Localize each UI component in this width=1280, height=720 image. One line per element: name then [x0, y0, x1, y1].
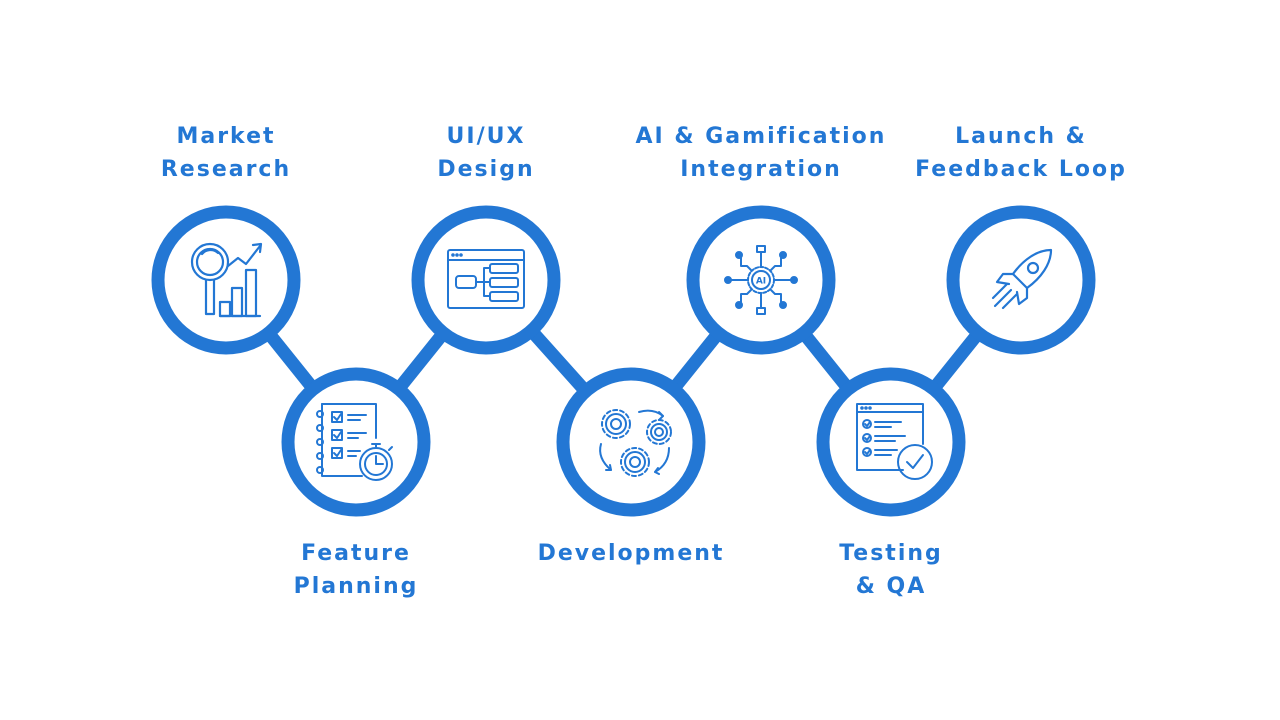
step-circle [556, 367, 706, 517]
testing-qa-icon [856, 403, 933, 480]
step-ai-gamification: AI [686, 205, 836, 355]
label-ai-gamification: AI & Gamification Integration [611, 120, 911, 186]
step-feature-planning [281, 367, 431, 517]
svg-text:AI: AI [756, 277, 766, 287]
label-line: Testing [839, 541, 943, 566]
label-line: Design [437, 157, 535, 182]
label-ui-ux-design: UI/UX Design [336, 120, 636, 186]
label-line: Planning [293, 574, 419, 599]
label-line: & QA [855, 574, 927, 599]
label-line: UI/UX [446, 124, 526, 149]
label-line: Research [160, 157, 292, 182]
development-gears-icon [599, 409, 672, 477]
label-line: Feedback Loop [915, 157, 1127, 182]
step-circle [411, 205, 561, 355]
launch-rocket-icon [991, 248, 1053, 310]
label-development: Development [481, 537, 781, 570]
label-feature-planning: Feature Planning [206, 537, 506, 603]
label-testing-qa: Testing & QA [741, 537, 1041, 603]
step-ui-ux-design [411, 205, 561, 355]
step-circle [686, 205, 836, 355]
label-line: Development [537, 541, 725, 566]
feature-planning-icon [316, 403, 393, 481]
label-line: Market [176, 124, 276, 149]
label-launch-feedback: Launch & Feedback Loop [871, 120, 1171, 186]
step-launch-feedback [946, 205, 1096, 355]
label-line: AI & Gamification [635, 124, 887, 149]
label-line: Feature [301, 541, 411, 566]
ui-ux-design-icon [447, 249, 525, 309]
step-testing-qa [816, 367, 966, 517]
step-circle [946, 205, 1096, 355]
step-market-research [151, 205, 301, 355]
label-line: Launch & [955, 124, 1087, 149]
ai-integration-icon: AI [724, 245, 798, 315]
label-line: Integration [680, 157, 842, 182]
step-circle [281, 367, 431, 517]
market-research-icon [190, 242, 263, 318]
label-market-research: Market Research [76, 120, 376, 186]
step-development [556, 367, 706, 517]
step-circle [151, 205, 301, 355]
